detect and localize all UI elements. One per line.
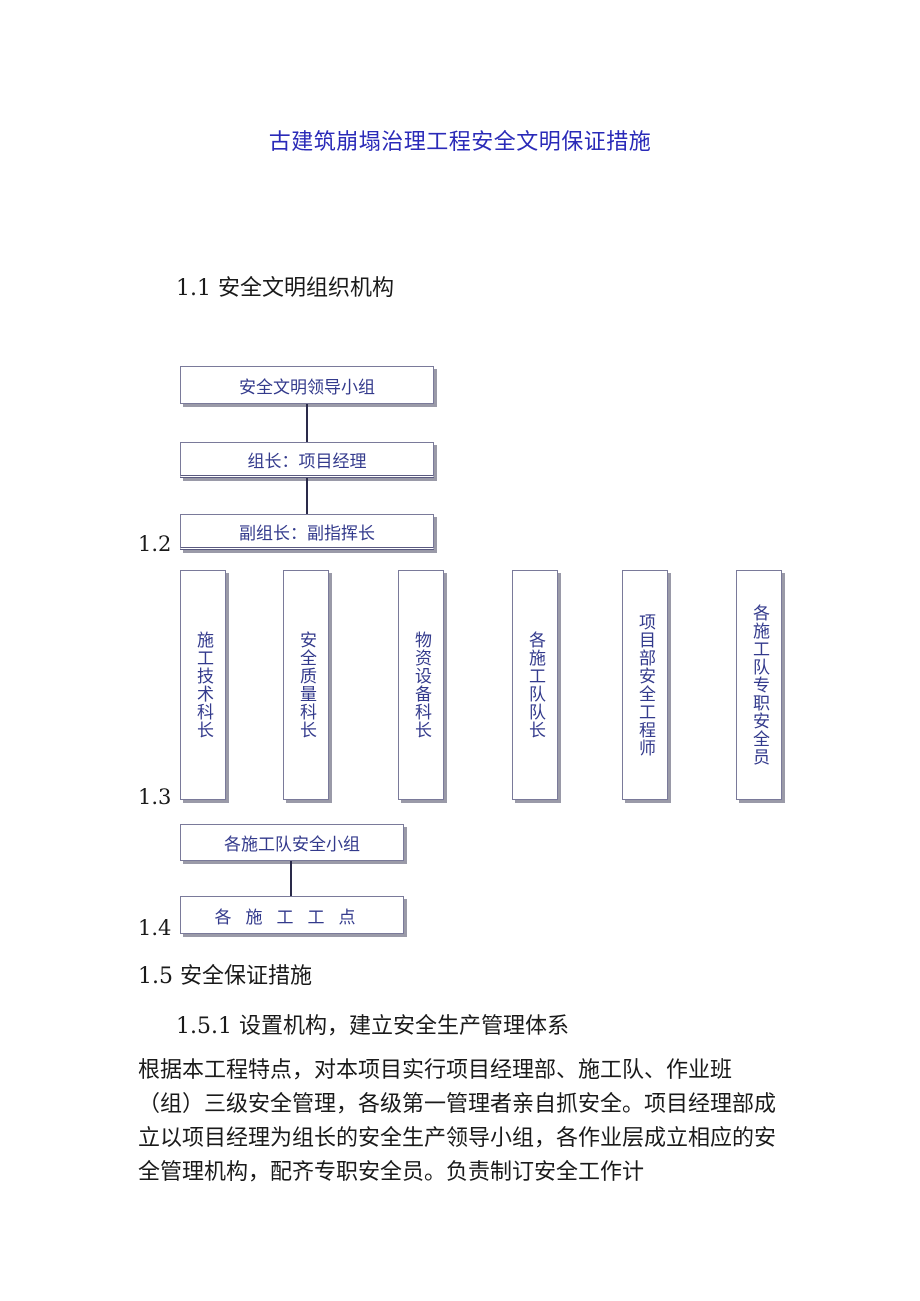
org-box-leader-group: 安全文明领导小组 [180, 366, 434, 404]
dept-label: 各施工队专职安全员 [749, 604, 769, 766]
connector-line [306, 478, 308, 514]
dept-label: 各施工队队长 [525, 631, 545, 739]
connector-line [290, 861, 292, 896]
number-1-2: 1.2 [138, 532, 172, 556]
org-box-team-group: 各施工队安全小组 [180, 824, 404, 861]
body-paragraph: 根据本工程特点，对本项目实行项目经理部、施工队、作业班（组）三级安全管理，各级第… [138, 1058, 777, 1185]
org-box-leader: 组长：项目经理 [180, 442, 434, 478]
org-box-dept: 施工技术科长 [180, 570, 226, 800]
dept-label: 物资设备科长 [411, 631, 431, 739]
section-heading-1-5: 1.5 安全保证措施 [138, 964, 312, 989]
number-1-3: 1.3 [138, 785, 172, 809]
number-1-4: 1.4 [138, 916, 172, 940]
org-box-dept: 各施工队队长 [512, 570, 558, 800]
dept-label: 施工技术科长 [193, 631, 213, 739]
connector-line [306, 404, 308, 442]
document-title: 古建筑崩塌治理工程安全文明保证措施 [268, 130, 652, 155]
org-box-deputy: 副组长：副指挥长 [180, 514, 434, 550]
org-box-dept: 各施工队专职安全员 [736, 570, 782, 800]
section-heading-1-1: 1.1 安全文明组织机构 [176, 276, 394, 301]
org-box-dept: 安全质量科长 [283, 570, 329, 800]
work-points-label: 各施工工点 [214, 907, 370, 928]
org-box-work-points: 各施工工点 [180, 896, 404, 934]
section-heading-1-5-1: 1.5.1 设置机构，建立安全生产管理体系 [176, 1014, 569, 1039]
org-box-dept: 项目部安全工程师 [622, 570, 668, 800]
dept-label: 安全质量科长 [296, 631, 316, 739]
org-box-dept: 物资设备科长 [398, 570, 444, 800]
dept-label: 项目部安全工程师 [635, 613, 655, 757]
